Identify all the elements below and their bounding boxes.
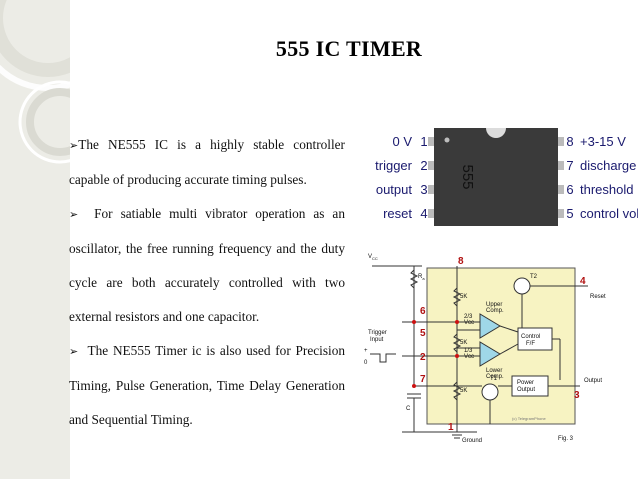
pin1-dot	[444, 137, 450, 143]
ra-label: Ra	[418, 274, 425, 281]
resistor-label-2: 5K	[460, 340, 467, 346]
ic-internal-body	[426, 267, 576, 425]
trigger-zero: 0	[364, 360, 368, 366]
t2-label: T2	[530, 274, 538, 280]
output-label: Output	[584, 378, 602, 384]
bullet-item-1: ➢The NE555 IC is a highly stable control…	[69, 137, 345, 187]
pin-num-7: 7	[566, 158, 573, 173]
upper-comp-label-1: Upper	[486, 302, 502, 308]
pin-label-5: control voltage	[580, 206, 638, 221]
control-ff-label-2: F/F	[526, 341, 535, 347]
figure-label: Fig. 3	[558, 436, 574, 442]
vcc-label: VCC	[368, 254, 378, 261]
ic-notch	[486, 128, 506, 138]
pin-num-5: 5	[566, 206, 573, 221]
trigger-input-label-1: Trigger	[368, 330, 387, 336]
upper-comp-label-2: Comp.	[486, 308, 504, 314]
lower-comp-label-1: Lower	[486, 368, 502, 374]
circuit-pin-4: 4	[580, 276, 586, 287]
pin-label-8: +3-15 V	[580, 134, 626, 149]
bullet-marker: ➢	[69, 139, 79, 152]
decorative-sidebar	[0, 0, 121, 479]
reset-label: Reset	[590, 294, 606, 300]
pin-label-4: reset	[383, 206, 412, 221]
ref-lower-2: Vcc	[464, 354, 474, 360]
trigger-input-label-2: Input	[370, 337, 384, 343]
bullet-list: ➢The NE555 IC is a highly stable control…	[69, 128, 345, 437]
pin-num-8: 8	[566, 134, 573, 149]
circuit-pin-6: 6	[420, 306, 426, 317]
decorative-circles	[0, 0, 121, 164]
pin-num-3: 3	[420, 182, 427, 197]
t1-label: T1	[490, 376, 498, 382]
circuit-pin-2: 2	[420, 352, 426, 363]
pin-label-1: 0 V	[392, 134, 412, 149]
ref-lower-1: 1/3	[464, 348, 473, 354]
ref-upper-1: 2/3	[464, 314, 473, 320]
pin-label-7: discharge	[580, 158, 636, 173]
pin-num-2: 2	[420, 158, 427, 173]
bullet-marker: ➢	[69, 345, 79, 358]
bullet-item-3: ➢ The NE555 Timer ic is also used for Pr…	[69, 343, 345, 427]
bullet-marker: ➢	[69, 208, 79, 221]
bullet-item-2: ➢ For satiable multi vibrator operation …	[69, 206, 345, 324]
pin-num-1: 1	[420, 134, 427, 149]
ic-body	[434, 128, 558, 226]
lower-comp-label-2: Comp.	[486, 374, 504, 380]
pin-label-2: trigger	[375, 158, 413, 173]
circuit-pin-8: 8	[458, 256, 464, 267]
capacitor-label: C	[406, 406, 411, 412]
watermark: (c) TelegramPhone	[512, 416, 546, 421]
pin-label-3: output	[376, 182, 413, 197]
ground-label: Ground	[462, 438, 482, 444]
circuit-pin-1: 1	[448, 422, 454, 433]
power-output-label-1: Power	[517, 380, 534, 386]
ic-pinout-diagram: 555 0 V 1 trigger 2 output 3 reset 4 8 +…	[375, 128, 638, 226]
pin-label-6: threshold	[580, 182, 633, 197]
pin-num-6: 6	[566, 182, 573, 197]
control-ff-label-1: Control	[521, 334, 540, 340]
timer-circuit-diagram: 8 6 5 2 7 1 4 3 VCC Ra Trigger Input + 0…	[362, 248, 624, 448]
resistor-label-3: 5K	[460, 388, 467, 394]
power-output-label-2: Output	[517, 387, 535, 393]
pin-num-4: 4	[420, 206, 427, 221]
slide-title: 555 IC TIMER	[275, 36, 423, 61]
circuit-pin-7: 7	[420, 374, 426, 385]
circuit-pin-5: 5	[420, 328, 426, 339]
chip-label: 555	[459, 164, 476, 189]
circuit-pin-3: 3	[574, 390, 580, 401]
ref-upper-2: Vcc	[464, 320, 474, 326]
resistor-label-1: 5K	[460, 294, 467, 300]
trigger-plus: +	[364, 348, 368, 354]
